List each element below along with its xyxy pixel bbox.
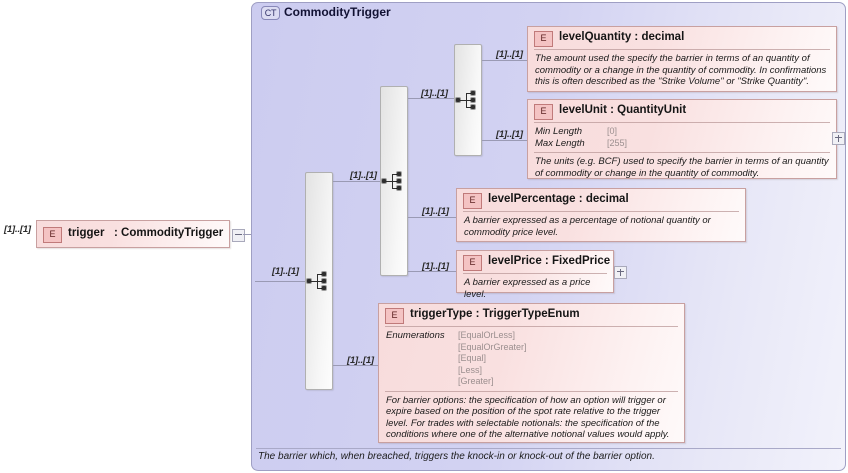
facet-value: [255]: [607, 137, 628, 148]
facet-value: [0]: [607, 126, 618, 136]
element-levelpercentage-title: levelPercentage : decimal: [488, 193, 629, 205]
connector-panel-to-outer: [255, 281, 305, 282]
connector-inner-to-levelunit: [482, 140, 527, 141]
connector-trigger-to-panel: [243, 234, 255, 235]
facet-key: Max Length: [535, 137, 585, 149]
element-badge-icon: E: [463, 193, 482, 209]
complextype-annotation: The barrier which, when breached, trigge…: [258, 451, 655, 462]
sequence-icon-inner: [456, 89, 480, 111]
cardinality-middle-to-levelpercentage: [1]..[1]: [422, 206, 449, 217]
element-triggertype-title: triggerType : TriggerTypeEnum: [410, 308, 580, 320]
divider: [463, 273, 607, 274]
enumeration-item: [EqualOrLess]: [458, 330, 516, 340]
cardinality-root: [1]..[1]: [4, 224, 31, 235]
connector-middle-to-levelpercentage: [408, 217, 456, 218]
element-levelunit[interactable]: E levelUnit : QuantityUnit Min Length [0…: [527, 99, 837, 179]
element-levelquantity[interactable]: E levelQuantity : decimal The amount use…: [527, 26, 837, 92]
connector-outer-to-triggertype: [333, 365, 378, 366]
element-triggertype[interactable]: E triggerType : TriggerTypeEnum Enumerat…: [378, 303, 685, 443]
enumeration-list: [EqualOrLess] [EqualOrGreater] [Equal] […: [458, 330, 527, 388]
element-levelprice-description: A barrier expressed as a price level.: [464, 277, 591, 300]
cardinality-outer-to-middle: [1]..[1]: [350, 170, 377, 181]
element-triggertype-description: For barrier options: the specification o…: [386, 394, 670, 441]
element-badge-icon: E: [43, 227, 62, 243]
divider: [385, 390, 678, 392]
connector-outer-to-middle: [333, 181, 380, 182]
divider: [534, 122, 830, 123]
enumeration-item: [Less]: [458, 364, 483, 375]
element-badge-icon: E: [385, 308, 404, 324]
element-levelquantity-description: The amount used the specify the barrier …: [535, 53, 827, 87]
expand-plus-icon-levelunit[interactable]: [832, 132, 845, 145]
cardinality-panel-to-outer: [1]..[1]: [272, 266, 299, 277]
collapse-minus-icon-trigger[interactable]: [232, 229, 245, 242]
cardinality-middle-to-levelprice: [1]..[1]: [422, 261, 449, 272]
connector-middle-to-inner: [408, 98, 454, 99]
divider: [463, 211, 739, 212]
facet-row: Min Length [0]: [535, 126, 829, 138]
enumeration-item: [EqualOrGreater]: [458, 341, 527, 352]
element-badge-icon: E: [534, 31, 553, 47]
element-triggertype-facets: Enumerations [EqualOrLess] [EqualOrGreat…: [379, 327, 684, 391]
expand-plus-icon-levelprice[interactable]: [614, 266, 627, 279]
element-levelpercentage-head: E levelPercentage : decimal: [457, 189, 745, 211]
cardinality-middle-to-inner: [1]..[1]: [421, 88, 448, 99]
element-levelquantity-title: levelQuantity : decimal: [559, 31, 685, 43]
divider: [534, 152, 830, 153]
annotation-divider: [256, 448, 841, 449]
sequence-icon-outer: [307, 270, 331, 292]
enumeration-item: [Greater]: [458, 376, 494, 386]
connector-middle-to-levelprice: [408, 271, 456, 272]
facet-row: Max Length [255]: [535, 138, 829, 150]
facet-row: Enumerations [EqualOrLess] [EqualOrGreat…: [386, 330, 677, 388]
element-triggertype-head: E triggerType : TriggerTypeEnum: [379, 304, 684, 326]
element-levelpercentage-description: A barrier expressed as a percentage of n…: [464, 215, 711, 238]
element-badge-icon: E: [534, 104, 553, 120]
complextype-title: CommodityTrigger: [284, 5, 391, 19]
element-levelprice-head: E levelPrice : FixedPrice: [457, 251, 613, 273]
facet-key: Min Length: [535, 126, 583, 137]
sequence-icon-middle: [382, 170, 406, 192]
facet-key: Enumerations: [386, 330, 445, 341]
element-levelpercentage[interactable]: E levelPercentage : decimal A barrier ex…: [456, 188, 746, 242]
complextype-badge-icon: CT: [261, 6, 280, 20]
cardinality-outer-to-triggertype: [1]..[1]: [347, 355, 374, 366]
element-levelprice-title: levelPrice : FixedPrice: [488, 255, 611, 267]
element-levelunit-head: E levelUnit : QuantityUnit: [528, 100, 836, 122]
cardinality-inner-to-levelunit: [1]..[1]: [496, 129, 523, 140]
cardinality-inner-to-levelquantity: [1]..[1]: [496, 49, 523, 60]
element-trigger[interactable]: E trigger : CommodityTrigger: [36, 220, 230, 248]
enumeration-item: [Equal]: [458, 353, 487, 363]
element-badge-icon: E: [463, 255, 482, 271]
element-trigger-head: E trigger : CommodityTrigger: [37, 221, 229, 243]
element-levelunit-title: levelUnit : QuantityUnit: [559, 104, 687, 116]
divider: [385, 326, 678, 327]
element-levelprice[interactable]: E levelPrice : FixedPrice A barrier expr…: [456, 250, 614, 300]
element-levelquantity-head: E levelQuantity : decimal: [528, 27, 836, 49]
divider: [534, 49, 830, 50]
connector-inner-to-levelquantity: [482, 60, 527, 61]
element-levelunit-facets: Min Length [0] Max Length [255]: [528, 123, 836, 152]
element-trigger-title: trigger : CommodityTrigger: [68, 227, 224, 239]
element-levelunit-description: The units (e.g. BCF) used to specify the…: [535, 156, 829, 179]
